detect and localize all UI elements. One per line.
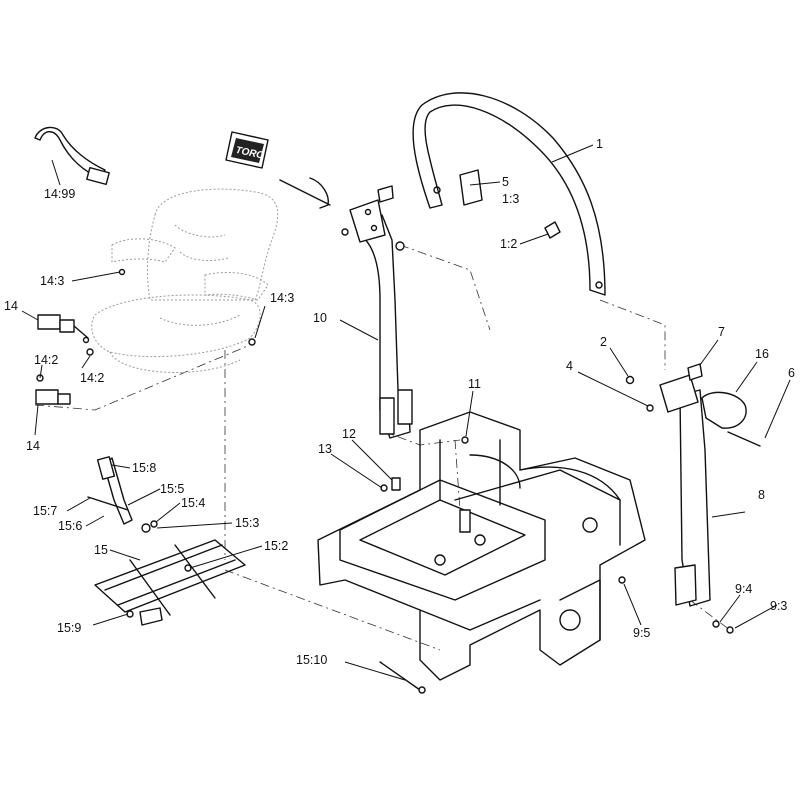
callout-15-8: 15:8 [132,461,156,475]
bolt-14-3 [248,338,256,346]
callout-1-3: 1:3 [502,192,519,206]
left-upright-10 [279,177,413,439]
callout-15: 15 [94,543,108,557]
callout-14-99: 14:99 [44,187,75,201]
callout-15-10: 15:10 [296,653,327,667]
callout-14-upper: 14 [4,299,18,313]
callout-15-9: 15:9 [57,621,81,635]
leader-lines [21,144,791,681]
callout-15-7: 15:7 [33,504,57,518]
callout-13: 13 [318,442,332,456]
callout-labels: 1 5 1:3 1:2 14:99 14:3 14 14:2 14:2 14:3… [4,137,795,667]
bolt-13 [380,484,388,492]
seat-belt-latch-14 [35,374,71,405]
callout-16: 16 [755,347,769,361]
callout-14-lower: 14 [26,439,40,453]
callout-11: 11 [468,377,481,391]
callout-9-4: 9:4 [735,582,752,596]
bolt-12 [391,477,401,491]
callout-6: 6 [788,366,795,380]
seat-mount-15 [94,539,246,626]
callout-15-5: 15:5 [160,482,184,496]
nut-11 [461,436,469,444]
callout-14-2-left: 14:2 [34,353,58,367]
callout-2: 2 [600,335,607,349]
callout-14-2-right: 14:2 [80,371,104,385]
screw-14-3 [118,268,126,276]
callout-5: 5 [502,175,509,189]
bolt-15-10 [379,661,421,691]
callout-9-5: 9:5 [633,626,650,640]
callout-10: 10 [313,311,327,325]
callout-15-4: 15:4 [181,496,205,510]
callout-1-2: 1:2 [500,237,517,251]
toro-decal: TORO [225,131,269,169]
callout-12: 12 [342,427,356,441]
seat-illustration [91,188,279,373]
callout-8: 8 [758,488,765,502]
callout-15-3: 15:3 [235,516,259,530]
main-frame [317,411,646,681]
callout-7: 7 [718,325,725,339]
seat-belt-14-99 [34,126,110,186]
callout-14-3-right: 14:3 [270,291,294,305]
right-upright-8 [618,363,761,634]
seat-belt-buckle-14 [37,314,94,356]
callout-4: 4 [566,359,573,373]
callout-15-2: 15:2 [264,539,288,553]
seat-adjust-lever-15-5 [87,456,158,533]
callout-1: 1 [596,137,603,151]
bolt-15-10-head [418,686,426,694]
callout-15-6: 15:6 [58,519,82,533]
callout-14-3-upper: 14:3 [40,274,64,288]
roll-bar-upper [412,92,606,296]
callout-9-3: 9:3 [770,599,787,613]
